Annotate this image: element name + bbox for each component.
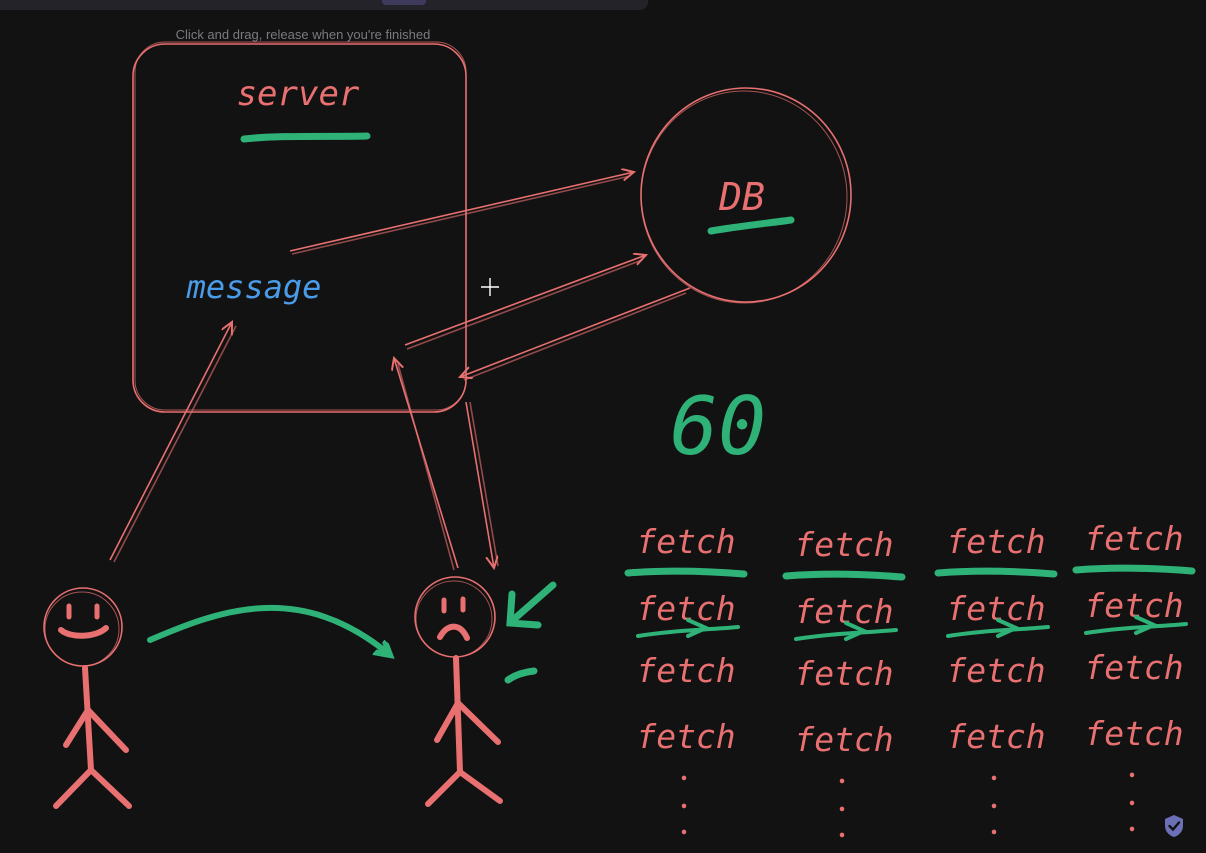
continuation-dot: . bbox=[991, 810, 998, 841]
continuation-dot: . bbox=[1129, 753, 1136, 784]
continuation-dot: . bbox=[681, 784, 688, 815]
fetch-strike-arrowhead bbox=[1134, 615, 1159, 635]
continuation-dot: . bbox=[839, 759, 846, 790]
arrow-message-to-db bbox=[289, 172, 634, 252]
fetch-strike-arrow bbox=[946, 625, 1050, 638]
continuation-dot: . bbox=[991, 784, 998, 815]
fetch-underline bbox=[782, 570, 906, 581]
server-label: server bbox=[237, 74, 360, 114]
arrow-user2-to-server bbox=[394, 358, 459, 569]
server-underline bbox=[240, 132, 371, 143]
fetch-label: fetch bbox=[946, 651, 1045, 690]
fetch-label: fetch bbox=[1084, 519, 1183, 558]
fetch-label: fetch bbox=[794, 654, 893, 693]
fetch-label: fetch bbox=[946, 522, 1045, 561]
fetch-label: fetch bbox=[794, 592, 893, 631]
toolbar bbox=[0, 0, 648, 10]
sad-user-figure[interactable] bbox=[414, 576, 503, 807]
fetch-label: fetch bbox=[636, 522, 735, 561]
continuation-dot: . bbox=[1129, 807, 1136, 838]
continuation-dot: . bbox=[681, 810, 688, 841]
fetch-underline bbox=[934, 567, 1058, 578]
green-pointer-arrow bbox=[506, 581, 557, 629]
sixty-label: 60 bbox=[670, 380, 766, 473]
fetch-label: fetch bbox=[794, 720, 893, 759]
continuation-dot: . bbox=[839, 813, 846, 844]
continuation-dot: . bbox=[681, 756, 688, 787]
fetch-strike-arrow bbox=[794, 628, 898, 641]
toolbar-selected-tool[interactable] bbox=[382, 0, 426, 5]
fetch-label: fetch bbox=[636, 651, 735, 690]
arrow-server-to-user2 bbox=[465, 401, 494, 568]
message-label: message bbox=[186, 268, 322, 306]
fetch-grid: fetchfetchfetchfetch...fetchfetchfetchfe… bbox=[624, 519, 1196, 844]
fetch-strike-arrow bbox=[636, 625, 740, 638]
fetch-strike-arrow bbox=[1084, 622, 1188, 635]
fetch-label: fetch bbox=[1084, 714, 1183, 753]
fetch-strike-arrowhead bbox=[844, 621, 869, 641]
db-underline bbox=[707, 216, 795, 235]
green-arrow-user1-to-user2 bbox=[147, 604, 390, 655]
server-db-arrows bbox=[289, 172, 691, 381]
fetch-strike-arrowhead bbox=[996, 618, 1021, 638]
user-server-arrows bbox=[109, 322, 498, 571]
fetch-underline bbox=[624, 567, 748, 578]
green-dash bbox=[504, 667, 538, 684]
happy-user-figure[interactable] bbox=[43, 587, 132, 809]
db-circle[interactable] bbox=[640, 87, 852, 304]
server-box[interactable] bbox=[132, 41, 467, 413]
continuation-dot: . bbox=[1129, 781, 1136, 812]
continuation-dot: . bbox=[991, 756, 998, 787]
fetch-label: fetch bbox=[1084, 648, 1183, 687]
arrow-user1-to-message bbox=[109, 322, 232, 561]
fetch-underline bbox=[1072, 564, 1196, 575]
continuation-dot: . bbox=[839, 787, 846, 818]
fetch-label: fetch bbox=[794, 525, 893, 564]
fetch-label: fetch bbox=[1084, 586, 1183, 625]
cursor-crosshair-icon bbox=[481, 278, 499, 296]
shield-icon[interactable] bbox=[1163, 814, 1185, 838]
arrow-server-to-db bbox=[404, 255, 646, 346]
fetch-label: fetch bbox=[636, 717, 735, 756]
fetch-label: fetch bbox=[946, 717, 1045, 756]
arrow-db-to-server bbox=[460, 287, 691, 377]
fetch-strike-arrowhead bbox=[686, 618, 711, 638]
fetch-label: fetch bbox=[946, 589, 1045, 628]
db-label: DB bbox=[718, 175, 765, 219]
drag-hint: Click and drag, release when you're fini… bbox=[175, 27, 431, 42]
fetch-label: fetch bbox=[636, 589, 735, 628]
